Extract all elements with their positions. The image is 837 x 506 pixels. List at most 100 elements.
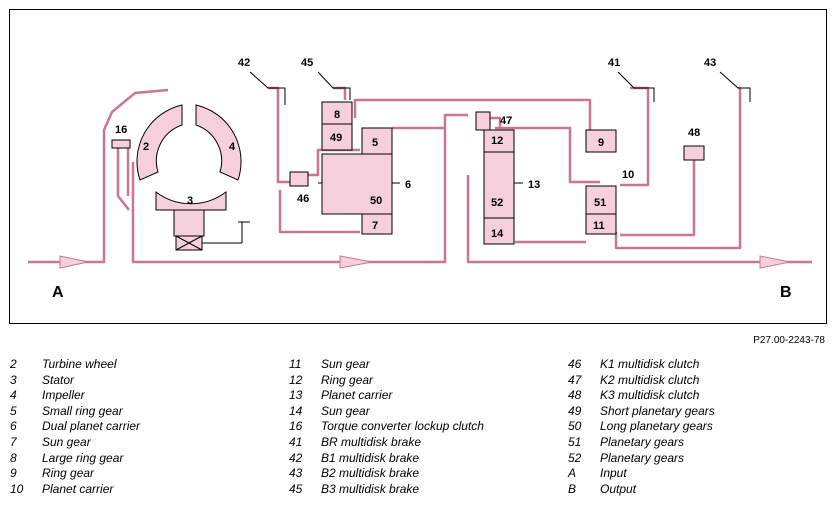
legend-text: Large ring gear	[42, 450, 124, 465]
legend-number: 16	[289, 419, 303, 434]
label-7: 7	[372, 220, 378, 232]
label-16: 16	[115, 124, 127, 136]
legend-text: Planetary gears	[600, 434, 685, 449]
legend-text: Long planetary gears	[600, 419, 713, 434]
legend-text: B3 multidisk brake	[321, 481, 420, 496]
legend-text: Sun gear	[42, 434, 91, 449]
clutch-packs	[289, 111, 705, 187]
label-46: 46	[297, 193, 309, 205]
legend-column-3: 46 K1 multidisk clutch 47 K2 multidisk clut…	[568, 357, 715, 497]
legend-text: Ring gear	[321, 372, 374, 387]
legend-number: 3	[10, 372, 17, 387]
label-5: 5	[372, 137, 378, 149]
label-52: 52	[491, 197, 503, 209]
legend-item: 51 Planetary gears	[568, 435, 715, 451]
label-48: 48	[688, 127, 700, 139]
legend-number: 9	[10, 466, 17, 481]
legend-number: 46	[568, 357, 582, 371]
label-41: 41	[608, 57, 620, 69]
legend-text: Turbine wheel	[42, 357, 117, 371]
legend-text: K3 multidisk clutch	[600, 388, 700, 403]
legend-item: 42 B1 multidisk brake	[289, 451, 484, 467]
legend-number: 6	[10, 419, 17, 434]
label-42: 42	[238, 57, 250, 69]
legend-text: K1 multidisk clutch	[600, 357, 700, 371]
legend-number: 47	[568, 372, 582, 387]
label-13: 13	[528, 179, 540, 191]
stator-segment	[155, 190, 227, 211]
legend-number: 41	[289, 434, 303, 449]
label-10: 10	[622, 169, 634, 181]
label-2: 2	[143, 141, 149, 153]
output-arrow	[759, 255, 791, 269]
label-49: 49	[330, 132, 342, 144]
legend-item: 4 Impeller	[10, 388, 140, 404]
legend-number: 4	[10, 388, 17, 403]
legend-number: 48	[568, 388, 582, 403]
mid-arrow	[339, 255, 373, 269]
stator-hub	[173, 209, 205, 237]
legend-number: 11	[289, 357, 302, 371]
legend-text: B2 multidisk brake	[321, 466, 420, 481]
legend-item: 46 K1 multidisk clutch	[568, 357, 715, 373]
legend-item: 8 Large ring gear	[10, 451, 140, 467]
label-8: 8	[334, 109, 340, 121]
legend-item: 9 Ring gear	[10, 466, 140, 482]
legend-number: 8	[10, 450, 17, 465]
legend-number: 50	[568, 419, 582, 434]
label-3: 3	[187, 195, 193, 207]
legend-text: Stator	[42, 372, 75, 387]
figure-reference: P27.00-2243-78	[753, 335, 825, 346]
legend-number: 42	[289, 450, 303, 465]
legend-text: Torque converter lockup clutch	[321, 419, 484, 434]
legend-item: 52 Planetary gears	[568, 451, 715, 467]
legend-item: 2 Turbine wheel	[10, 357, 140, 373]
legend-text: Small ring gear	[42, 403, 123, 418]
legend-text: BR multidisk brake	[321, 434, 422, 449]
legend-item: 16 Torque converter lockup clutch	[289, 419, 484, 435]
legend-item: 43 B2 multidisk brake	[289, 466, 484, 482]
legend-text: Planetary gears	[600, 450, 685, 465]
planetary-set-3	[585, 129, 617, 235]
legend-text: Ring gear	[42, 466, 95, 481]
input-label: A	[52, 284, 64, 301]
input-arrow	[59, 255, 89, 269]
legend-number: 13	[289, 388, 303, 403]
label-45: 45	[301, 57, 313, 69]
impeller-segment	[195, 104, 242, 181]
label-4: 4	[229, 141, 236, 153]
label-14: 14	[491, 228, 504, 240]
torque-converter	[136, 104, 243, 251]
legend-item: 48 K3 multidisk clutch	[568, 388, 715, 404]
legend-text: K2 multidisk clutch	[600, 372, 700, 387]
legend-number: 7	[10, 434, 17, 449]
legend-text: Impeller	[42, 388, 85, 403]
planetary-set-2	[483, 129, 515, 245]
legend-number: 2	[10, 357, 17, 371]
ground-brackets	[238, 71, 751, 223]
legend-number: 52	[568, 450, 582, 465]
component-labels: 2 3 4 5 6 7 8 9 10 11 12 13 14 16 41 42 …	[52, 57, 792, 301]
legend-text: B1 multidisk brake	[321, 450, 420, 465]
label-12: 12	[491, 135, 503, 147]
legend-text: Short planetary gears	[600, 403, 715, 418]
legend-item: 3 Stator	[10, 373, 140, 389]
legend-number: B	[568, 481, 577, 496]
planetary-set-1	[321, 101, 393, 235]
legend-number: A	[568, 466, 577, 481]
transmission-diagram: 2 3 4 5 6 7 8 9 10 11 12 13 14 16 41 42 …	[9, 9, 827, 324]
label-47: 47	[500, 115, 512, 127]
label-51: 51	[594, 197, 606, 209]
legend-number: 51	[568, 434, 582, 449]
legend-text: Planet carrier	[42, 481, 114, 496]
legend-number: 43	[289, 466, 303, 481]
